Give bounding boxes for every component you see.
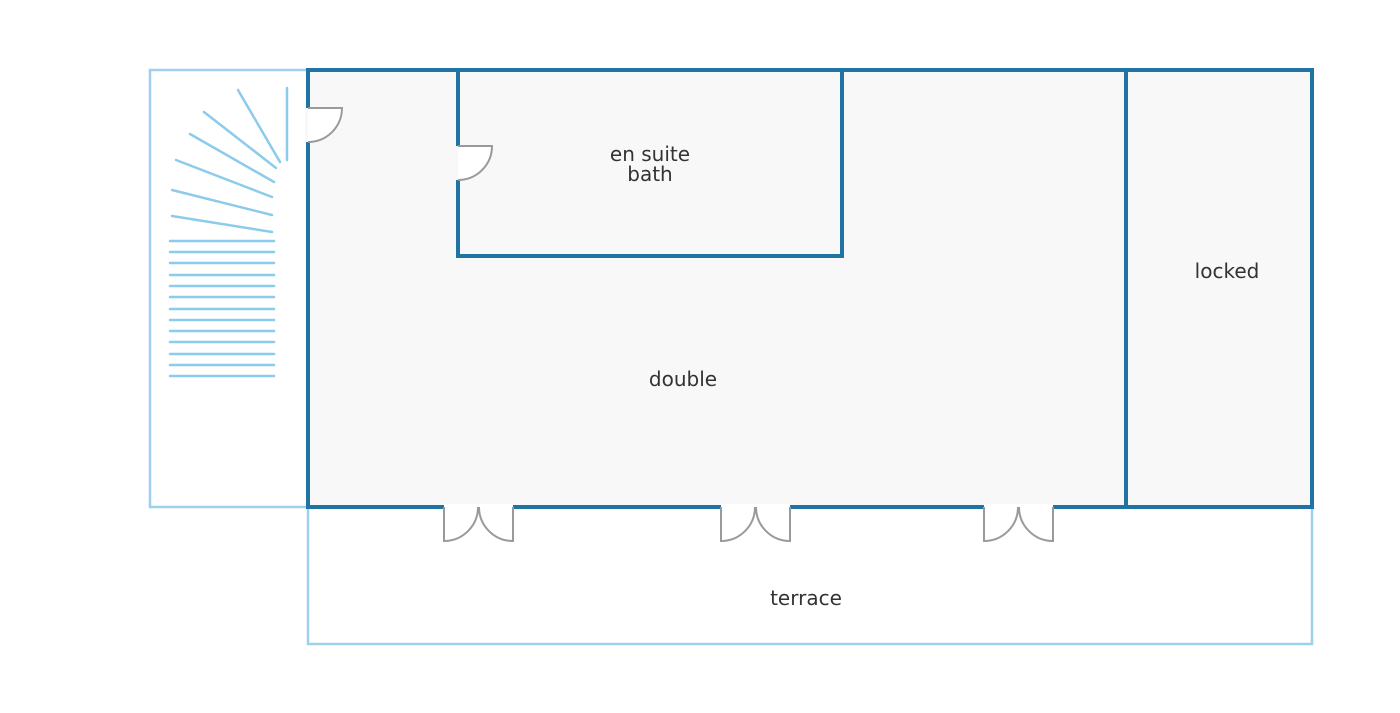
terrace-double-door-1 [443,504,514,543]
stair-tread [236,88,282,164]
terrace-double-door-3 [983,504,1054,543]
stair-tread [188,132,276,184]
locked-label: locked [1195,259,1260,283]
locked-room [1124,68,1314,509]
ensuite-label-line1: en suite [610,142,690,166]
ensuite-label-line2: bath [627,162,672,186]
terrace-outline [306,505,1314,646]
stair-tread [202,110,278,170]
door-ensuite [455,145,494,181]
staircase [168,86,289,378]
stair-tread [170,188,274,217]
terrace-label: terrace [770,586,842,610]
double-label: double [649,367,717,391]
stair-tread [174,158,274,199]
stair-tread [170,214,274,234]
staircase-outline [148,68,310,509]
door-stairs [305,107,344,143]
terrace-double-door-2 [720,504,791,543]
ensuite-bath-room [456,68,844,258]
